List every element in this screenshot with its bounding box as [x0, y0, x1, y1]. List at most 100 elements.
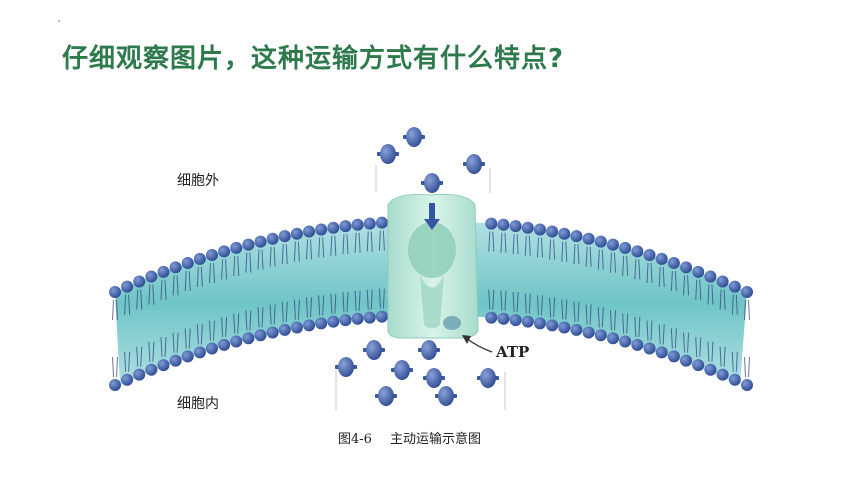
phospholipid-head — [375, 310, 388, 323]
molecule — [363, 340, 385, 360]
phospholipid-head — [606, 238, 619, 251]
phospholipid-head — [728, 373, 741, 386]
phospholipid-head — [339, 220, 352, 233]
phospholipid-head — [278, 323, 291, 336]
phospholipid-head — [266, 232, 279, 245]
phospholipid-head — [509, 314, 522, 327]
phospholipid-head — [254, 235, 267, 248]
atp-label: ATP — [496, 343, 530, 361]
phospholipid-head — [741, 286, 753, 298]
phospholipid-head — [655, 346, 668, 359]
phospholipid-head — [303, 319, 316, 332]
molecule — [377, 144, 399, 164]
molecule — [421, 173, 443, 193]
molecule — [423, 368, 445, 388]
phospholipid-head — [570, 230, 583, 243]
phospholipid-head — [521, 315, 534, 328]
phospholipid-head — [205, 249, 218, 262]
phospholipid-head — [485, 217, 498, 230]
phospholipid-head — [157, 265, 170, 278]
phospholipid-head — [558, 227, 571, 240]
phospholipid-head — [643, 342, 656, 355]
phospholipid-head — [327, 221, 340, 234]
phospholipid-head — [680, 261, 693, 274]
phospholipid-head — [266, 326, 279, 339]
phospholipid-head — [193, 346, 206, 359]
phospholipid-head — [619, 241, 632, 254]
phospholipid-head — [230, 241, 243, 254]
phospholipid-head — [278, 230, 291, 243]
phospholipid-head — [254, 329, 267, 342]
phospholipid-head — [680, 354, 693, 367]
phospholipid-head — [497, 218, 510, 231]
phospholipid-head — [509, 220, 522, 233]
phospholipid-head — [546, 319, 559, 332]
phospholipid-head — [582, 326, 595, 339]
phospholipid-head — [643, 249, 656, 262]
phospholipid-head — [145, 363, 158, 376]
molecule — [335, 357, 357, 377]
phospholipid-head — [521, 221, 534, 234]
phospholipid-head — [631, 338, 644, 351]
phospholipid-head — [716, 275, 729, 288]
carrier-protein — [387, 194, 479, 339]
phospholipid-head — [606, 332, 619, 345]
phospholipid-head — [133, 368, 146, 381]
molecule — [375, 386, 397, 406]
phospholipid-head — [363, 217, 376, 230]
corner-dot — [58, 20, 60, 22]
phospholipid-head — [315, 223, 328, 236]
molecule — [477, 368, 499, 388]
phospholipid-head — [485, 311, 498, 324]
molecule-trails — [335, 165, 506, 410]
phospholipid-head — [290, 227, 303, 240]
phospholipid-head — [242, 332, 255, 345]
phospholipid-head — [533, 223, 546, 236]
phospholipid-head — [133, 275, 146, 288]
phospholipid-head — [728, 280, 741, 293]
outside-cell-label: 细胞外 — [177, 173, 219, 189]
phospholipid-head — [339, 314, 352, 327]
inside-cell-label: 细胞内 — [177, 396, 219, 412]
phospholipid-head — [181, 350, 194, 363]
phospholipid-head — [218, 338, 231, 351]
phospholipid-head — [230, 335, 243, 348]
molecule — [418, 340, 440, 360]
phospholipid-head — [303, 225, 316, 238]
molecule — [435, 386, 457, 406]
atp-pointer-arrow — [462, 335, 493, 353]
phospholipid-head — [594, 235, 607, 248]
phospholipid-head — [242, 238, 255, 251]
phospholipid-head — [169, 354, 182, 367]
phospholipid-head — [570, 323, 583, 336]
phospholipid-head — [704, 363, 717, 376]
phospholipid-head — [704, 270, 717, 283]
phospholipid-head — [193, 252, 206, 265]
phospholipid-head — [667, 257, 680, 270]
phospholipid-head — [351, 312, 364, 325]
phospholipid-head — [157, 359, 170, 372]
phospholipid-head — [145, 270, 158, 283]
phospholipid-head — [290, 321, 303, 334]
phospholipid-head — [109, 379, 121, 391]
phospholipid-head — [315, 317, 328, 330]
phospholipid-head — [692, 359, 705, 372]
phospholipid-head — [121, 373, 134, 386]
phospholipid-head — [741, 379, 753, 391]
phospholipid-head — [327, 315, 340, 328]
phospholipid-head — [533, 317, 546, 330]
phospholipid-head — [121, 280, 134, 293]
phospholipid-head — [363, 311, 376, 324]
transported-molecules — [335, 127, 499, 406]
phospholipid-head — [692, 265, 705, 278]
phospholipid-head — [631, 245, 644, 258]
transport-arrow — [424, 203, 440, 230]
phospholipid-head — [655, 252, 668, 265]
phospholipid-head — [667, 350, 680, 363]
molecule — [403, 127, 425, 147]
phospholipid-head — [181, 257, 194, 270]
phospholipid-head — [375, 216, 388, 229]
phospholipid-head — [497, 312, 510, 325]
phospholipid-head — [594, 329, 607, 342]
